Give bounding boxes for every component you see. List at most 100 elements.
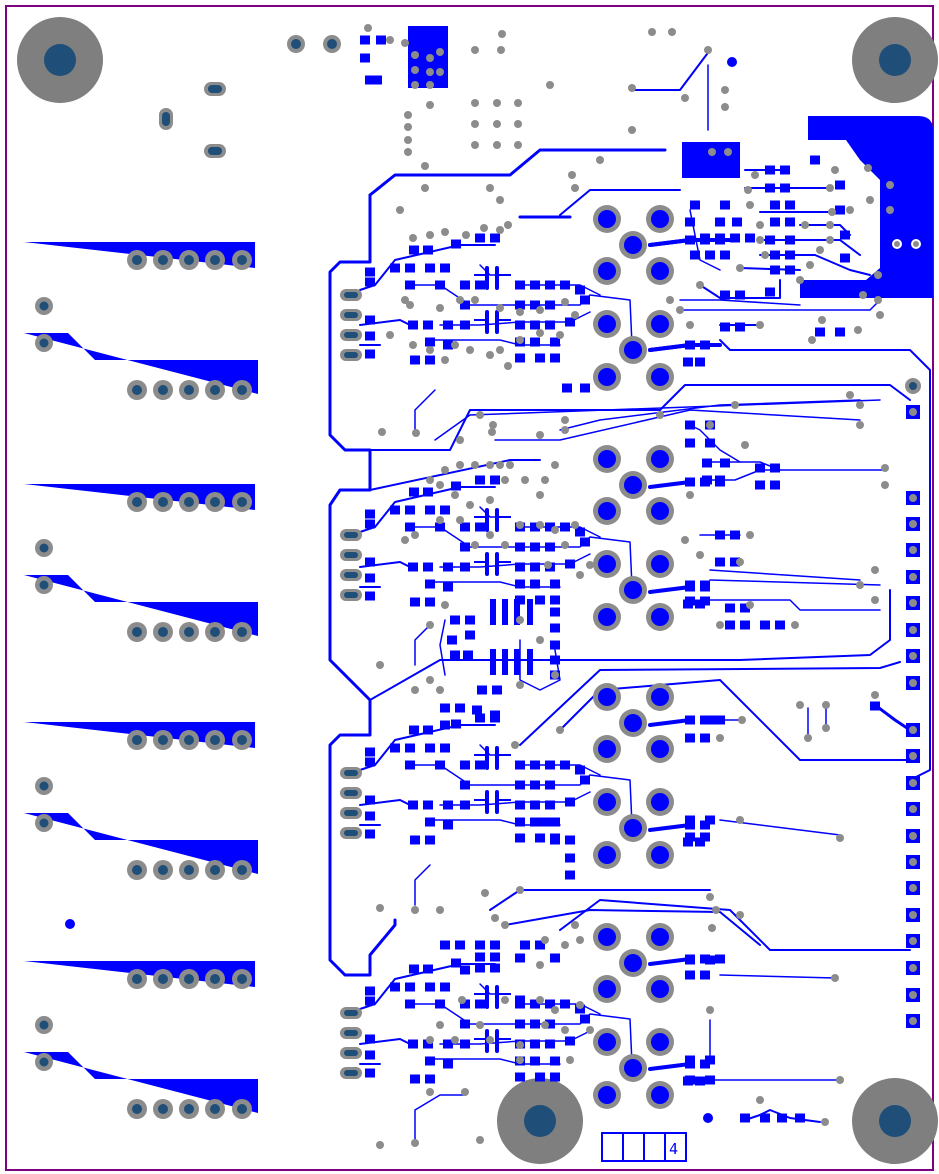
via <box>874 271 882 279</box>
smd-pad <box>410 597 420 607</box>
smd-pad <box>545 522 555 532</box>
smd-pad <box>785 250 795 260</box>
via <box>471 120 479 128</box>
smd-pad <box>715 233 725 243</box>
via <box>516 1041 524 1049</box>
via <box>411 66 419 74</box>
via <box>441 466 449 474</box>
smd-pad <box>515 760 525 770</box>
smd-pad <box>535 595 545 605</box>
via <box>796 701 804 709</box>
smd-pad <box>715 954 725 964</box>
smd-pad <box>360 35 370 45</box>
via <box>404 136 412 144</box>
smd-pad <box>550 817 560 827</box>
via <box>411 51 419 59</box>
via <box>886 206 894 214</box>
smd-pad <box>702 458 712 468</box>
smd-pad <box>730 530 740 540</box>
via <box>536 491 544 499</box>
via <box>496 304 504 312</box>
smd-pad <box>440 940 450 950</box>
smd-pad <box>425 597 435 607</box>
via <box>551 526 559 534</box>
via <box>796 276 804 284</box>
smd-pad <box>460 999 470 1009</box>
smd-pad <box>425 1074 435 1084</box>
smd-pad <box>785 235 795 245</box>
via <box>496 196 504 204</box>
via <box>648 28 656 36</box>
trace <box>359 486 496 533</box>
via <box>493 141 501 149</box>
trace <box>648 343 692 352</box>
smd-pad <box>530 1039 540 1049</box>
via <box>409 341 417 349</box>
smd-pad <box>545 542 555 552</box>
smd-pad <box>565 1036 575 1046</box>
smd-pad <box>490 710 500 720</box>
smd-pad <box>405 505 415 515</box>
smd-pad <box>550 835 560 845</box>
trace <box>414 864 431 906</box>
smd-pad <box>365 1068 375 1078</box>
trace <box>559 679 911 761</box>
via <box>491 914 499 922</box>
smd-pad <box>425 817 435 827</box>
smd-pad <box>720 458 730 468</box>
via <box>481 889 489 897</box>
smd-pad <box>780 183 790 193</box>
via <box>486 461 494 469</box>
smd-pad <box>440 505 450 515</box>
via <box>411 1139 419 1147</box>
via <box>436 906 444 914</box>
connector-tab <box>24 575 258 636</box>
smd-pad <box>765 183 775 193</box>
smd-pad <box>472 705 482 715</box>
smd-pad <box>530 320 540 330</box>
via <box>686 321 694 329</box>
smd-pad <box>409 964 419 974</box>
smd-pad <box>870 701 880 711</box>
via <box>536 636 544 644</box>
via <box>426 81 434 89</box>
via <box>746 201 754 209</box>
smd-pad <box>460 522 470 532</box>
trace <box>648 823 692 832</box>
smd-pad <box>760 620 770 630</box>
smd-pad <box>365 811 375 821</box>
ic-pin <box>514 649 520 675</box>
smd-pad <box>440 703 450 713</box>
via <box>708 924 716 932</box>
via <box>716 621 724 629</box>
via <box>696 551 704 559</box>
trace <box>328 193 397 977</box>
via <box>396 206 404 214</box>
via <box>376 661 384 669</box>
smd-pad <box>560 280 570 290</box>
smd-pad <box>423 800 433 810</box>
via <box>411 531 419 539</box>
smd-pad <box>475 713 485 723</box>
smd-pad <box>700 733 710 743</box>
smd-pad <box>550 1056 560 1066</box>
ic-pin <box>490 649 496 675</box>
via <box>821 1118 829 1126</box>
smd-pad <box>530 522 540 532</box>
trace <box>648 238 692 247</box>
via <box>441 356 449 364</box>
via <box>536 996 544 1004</box>
via <box>741 441 749 449</box>
smd-pad <box>390 263 400 273</box>
smd-pad <box>425 743 435 753</box>
smd-pad <box>425 982 435 992</box>
via <box>536 961 544 969</box>
via <box>471 541 479 549</box>
smd-pad <box>685 955 695 965</box>
smd-pad <box>425 263 435 273</box>
smd-pad <box>440 720 450 730</box>
trace <box>629 49 711 91</box>
smd-pad <box>700 970 710 980</box>
via <box>704 46 712 54</box>
